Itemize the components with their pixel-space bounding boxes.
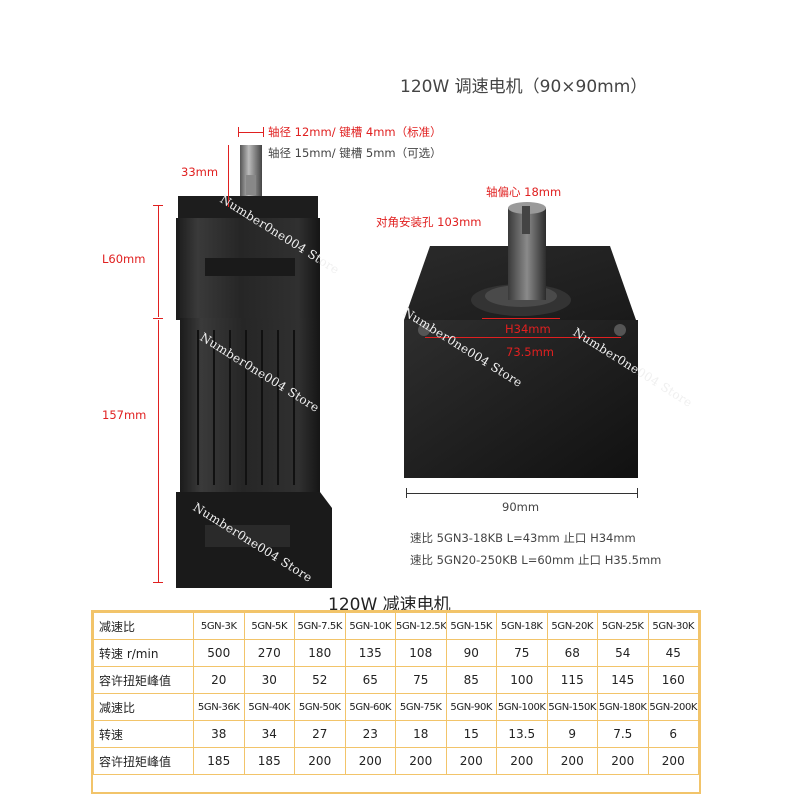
table-cell: 15 bbox=[445, 720, 497, 748]
table-cell: 9 bbox=[546, 720, 598, 748]
table-cell: 5GN-36K bbox=[193, 693, 245, 721]
table-cell: 145 bbox=[597, 666, 649, 694]
diagonal-hole-label: 对角安装孔 103mm bbox=[376, 215, 482, 229]
table-cell: 5GN-40K bbox=[243, 693, 295, 721]
table-cell: 5GN-7.5K bbox=[294, 612, 346, 640]
table-cell: 6 bbox=[647, 720, 699, 748]
spigot-dimension bbox=[482, 318, 560, 319]
hole-spacing-label: 73.5mm bbox=[506, 345, 555, 359]
table-cell: 54 bbox=[597, 639, 649, 667]
table-cell: 5GN-25K bbox=[597, 612, 649, 640]
table-cell: 115 bbox=[546, 666, 598, 694]
right-gearbox-front bbox=[404, 320, 638, 478]
table-cell: 270 bbox=[243, 639, 295, 667]
table-cell: 200 bbox=[496, 747, 548, 775]
table-cell: 13.5 bbox=[496, 720, 548, 748]
table-cell: 7.5 bbox=[597, 720, 649, 748]
table-cell: 180 bbox=[294, 639, 346, 667]
gear-length-dimension bbox=[158, 205, 159, 317]
table-cell: 5GN-90K bbox=[445, 693, 497, 721]
table-cell: 85 bbox=[445, 666, 497, 694]
table-cell: 200 bbox=[395, 747, 447, 775]
table-cell: 52 bbox=[294, 666, 346, 694]
shaft-length-label: 33mm bbox=[181, 165, 219, 179]
table-cell: 5GN-5K bbox=[243, 612, 295, 640]
table-cell: 5GN-20K bbox=[546, 612, 598, 640]
table-cell: 135 bbox=[344, 639, 396, 667]
table-cell: 5GN-50K bbox=[294, 693, 346, 721]
shaft-offset-label: 轴偏心 18mm bbox=[486, 185, 562, 199]
table-cell: 5GN-30K bbox=[647, 612, 699, 640]
left-motor-body bbox=[180, 318, 320, 496]
ratio-note-2: 速比 5GN20-250KB L=60mm 止口 H35.5mm bbox=[410, 553, 662, 567]
gear-length-label: L60mm bbox=[102, 252, 146, 266]
table-cell: 185 bbox=[193, 747, 245, 775]
table-cell: 5GN-60K bbox=[344, 693, 396, 721]
body-length-label: 157mm bbox=[102, 408, 147, 422]
table-cell: 200 bbox=[597, 747, 649, 775]
table-cell: 500 bbox=[193, 639, 245, 667]
row-label: 容许扭矩峰值 bbox=[93, 666, 194, 694]
table-cell: 5GN-3K bbox=[193, 612, 245, 640]
table-cell: 200 bbox=[344, 747, 396, 775]
ratio-note-1: 速比 5GN3-18KB L=43mm 止口 H34mm bbox=[410, 531, 636, 545]
table-cell: 5GN-12.5K bbox=[395, 612, 447, 640]
table-cell: 185 bbox=[243, 747, 295, 775]
table-cell: 200 bbox=[647, 747, 699, 775]
table-cell: 45 bbox=[647, 639, 699, 667]
table-cell: 200 bbox=[445, 747, 497, 775]
width-label: 90mm bbox=[502, 500, 540, 514]
shaft-spec-optional: 轴径 15mm/ 键槽 5mm（可选） bbox=[268, 146, 442, 160]
shaft-spec-standard: 轴径 12mm/ 键槽 4mm（标准） bbox=[268, 125, 442, 139]
body-length-dimension bbox=[158, 320, 159, 582]
table-cell: 23 bbox=[344, 720, 396, 748]
table-cell: 5GN-200K bbox=[647, 693, 699, 721]
table-cell: 75 bbox=[496, 639, 548, 667]
left-motor-illustration bbox=[176, 145, 638, 588]
width-dimension bbox=[406, 493, 638, 494]
shaft-length-dimension bbox=[228, 145, 229, 207]
table-cell: 108 bbox=[395, 639, 447, 667]
table-cell: 65 bbox=[344, 666, 396, 694]
table-cell: 160 bbox=[647, 666, 699, 694]
table-cell: 27 bbox=[294, 720, 346, 748]
table-cell: 30 bbox=[243, 666, 295, 694]
table-cell: 5GN-15K bbox=[445, 612, 497, 640]
table-cell: 200 bbox=[546, 747, 598, 775]
table-cell: 200 bbox=[294, 747, 346, 775]
table-cell: 5GN-180K bbox=[597, 693, 649, 721]
page-title: 120W 调速电机（90×90mm） bbox=[400, 77, 648, 97]
table-cell: 100 bbox=[496, 666, 548, 694]
table-cell: 90 bbox=[445, 639, 497, 667]
table-cell: 38 bbox=[193, 720, 245, 748]
table-cell: 5GN-10K bbox=[344, 612, 396, 640]
row-label: 转速 bbox=[93, 720, 194, 748]
table-cell: 5GN-100K bbox=[496, 693, 548, 721]
table-cell: 5GN-18K bbox=[496, 612, 548, 640]
table-cell: 5GN-75K bbox=[395, 693, 447, 721]
spigot-label: H34mm bbox=[505, 322, 551, 336]
table-cell: 18 bbox=[395, 720, 447, 748]
row-label: 转速 r/min bbox=[93, 639, 194, 667]
table-cell: 75 bbox=[395, 666, 447, 694]
table-cell: 5GN-150K bbox=[546, 693, 598, 721]
shaft-dia-dimension bbox=[238, 132, 264, 133]
table-cell: 34 bbox=[243, 720, 295, 748]
row-label: 减速比 bbox=[93, 612, 194, 640]
table-cell: 20 bbox=[193, 666, 245, 694]
table-cell: 68 bbox=[546, 639, 598, 667]
hole-spacing-dimension bbox=[425, 337, 621, 338]
row-label: 减速比 bbox=[93, 693, 194, 721]
row-label: 容许扭矩峰值 bbox=[93, 747, 194, 775]
